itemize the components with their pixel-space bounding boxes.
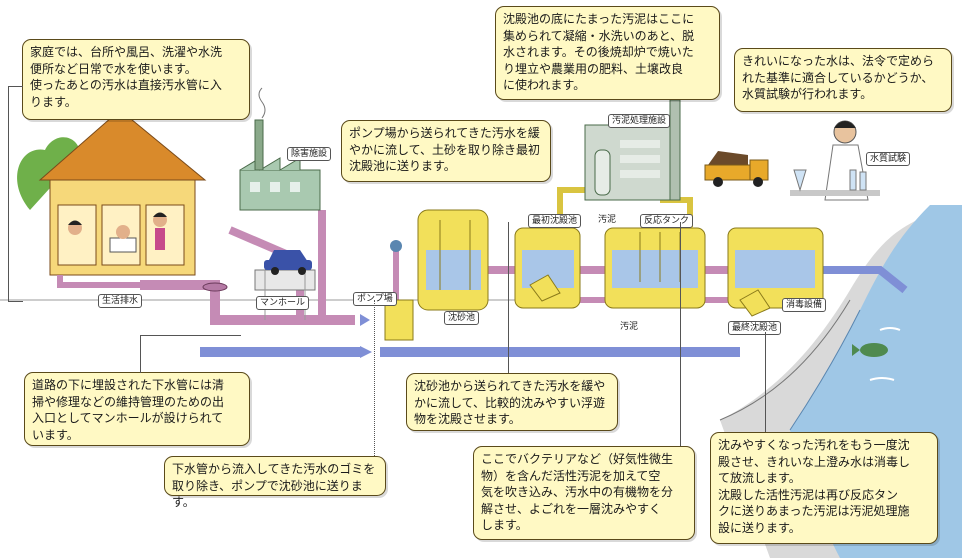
callout-sewer-pipe: 道路の下に埋設された下水管には清 掃や修理などの維持管理のための出 入口としてマ… xyxy=(24,372,250,446)
scientist-icon xyxy=(790,120,880,201)
treatment-tanks xyxy=(514,187,824,317)
leader-sewer xyxy=(140,335,241,373)
callout-final-tank: 沈みやすくなった汚れをもう一度沈 殿させ、きれいな上澄み水は消毒し て放流します… xyxy=(710,432,938,544)
leader-pump xyxy=(374,300,376,456)
label-reaction-tank: 反応タンク xyxy=(640,214,694,228)
tank-icon xyxy=(417,209,489,311)
callout-grit-chamber: ポンプ場から送られてきた汚水を緩 やかに流して、土砂を取り除き最初 沈殿池に送り… xyxy=(341,120,551,182)
pump-icon xyxy=(384,240,414,341)
label-disinfection: 消毒設備 xyxy=(782,298,827,312)
leader-primary xyxy=(508,222,510,373)
sludge-plant-icon xyxy=(584,99,681,201)
car-icon xyxy=(264,250,312,275)
fish-icon xyxy=(852,343,888,357)
callout-reaction-tank: ここでバクテリアなど（好気性微生 物）を含んだ活性汚泥を加えて空 気を吹き込み、… xyxy=(473,446,695,540)
leader-reaction xyxy=(680,222,682,446)
label-sludge-bottom: 汚泥 xyxy=(620,322,639,332)
label-pretreatment-facility: 除害施設 xyxy=(287,147,332,161)
label-water-test: 水質試験 xyxy=(866,152,911,166)
truck-icon xyxy=(704,151,769,187)
label-household-drain: 生活排水 xyxy=(98,294,143,308)
flow-arrow-icon xyxy=(360,314,372,358)
label-final-tank: 最終沈殿池 xyxy=(728,321,782,335)
leader-household xyxy=(8,86,23,302)
callout-water-quality: きれいになった水は、法令で定めら れた基準に適合しているかどうか、 水質試験が行… xyxy=(734,48,952,112)
callout-household: 家庭では、台所や風呂、洗濯や水洗 便所など日常で水を使います。 使ったあとの汚水… xyxy=(22,39,250,120)
house-icon xyxy=(17,109,207,288)
callout-primary-tank: 沈砂池から送られてきた汚水を緩や かに流して、比較的沈みやすい浮遊 物を沈殿させ… xyxy=(406,373,618,431)
label-sludge-facility: 汚泥処理施設 xyxy=(608,114,671,128)
label-manhole: マンホール xyxy=(256,296,310,310)
callout-sludge-treatment: 沈殿池の底にたまった汚泥はここに 集められて凝縮・水洗いのあと、脱 水されます。… xyxy=(495,6,720,100)
leader-final xyxy=(765,332,767,432)
label-primary-tank: 最初沈殿池 xyxy=(528,214,582,228)
label-sludge-top: 汚泥 xyxy=(598,215,617,225)
label-grit-chamber: 沈砂池 xyxy=(444,311,480,325)
callout-pump-station: 下水管から流入してきた汚水のゴミを 取り除き、ポンプで沈砂池に送ります。 xyxy=(164,456,386,509)
manhole-icon xyxy=(202,269,316,320)
factory-icon xyxy=(239,87,321,211)
